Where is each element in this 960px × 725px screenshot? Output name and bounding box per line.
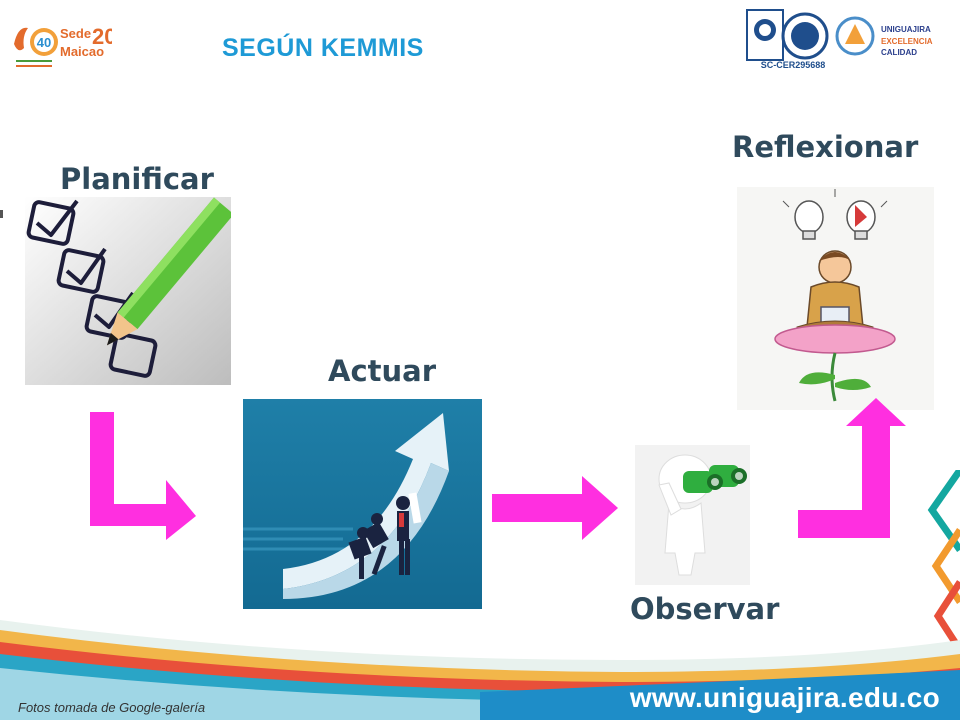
logo-sede: Sede <box>60 26 91 41</box>
logo-place: Maicao <box>60 44 104 59</box>
arrow-observar-to-reflexionar <box>796 396 908 542</box>
observar-image <box>635 445 750 585</box>
footer-band <box>0 620 960 720</box>
step-label-reflexionar: Reflexionar <box>732 130 919 164</box>
page-title: SEGÚN KEMMIS <box>222 34 424 62</box>
step-label-planificar: Planificar <box>60 162 214 196</box>
university-name-line3: CALIDAD <box>881 48 917 57</box>
certificate-code: SC-CER295688 <box>761 60 826 70</box>
arrow-planificar-to-actuar <box>88 410 200 540</box>
university-name-line1: UNIGUAJIRA <box>881 25 931 34</box>
reflexionar-image <box>737 187 934 410</box>
right-edge-decoration <box>918 467 960 670</box>
sede-logo: 40 Sede 20 Maicao <box>8 14 116 74</box>
step-label-actuar: Actuar <box>328 354 437 388</box>
logo-number: 40 <box>37 35 51 50</box>
planificar-image <box>25 197 231 385</box>
actuar-image <box>243 399 482 609</box>
photo-credit: Fotos tomada de Google-galería <box>18 700 206 715</box>
arrow-actuar-to-observar <box>490 474 622 542</box>
university-name-line2: EXCELENCIA <box>881 37 933 46</box>
edge-mark <box>0 210 3 218</box>
step-label-observar: Observar <box>630 592 780 626</box>
certification-logos: SC-CER295688 UNIGUAJIRA EXCELENCIA CALID… <box>745 8 945 72</box>
website-url[interactable]: www.uniguajira.edu.co <box>629 682 940 713</box>
